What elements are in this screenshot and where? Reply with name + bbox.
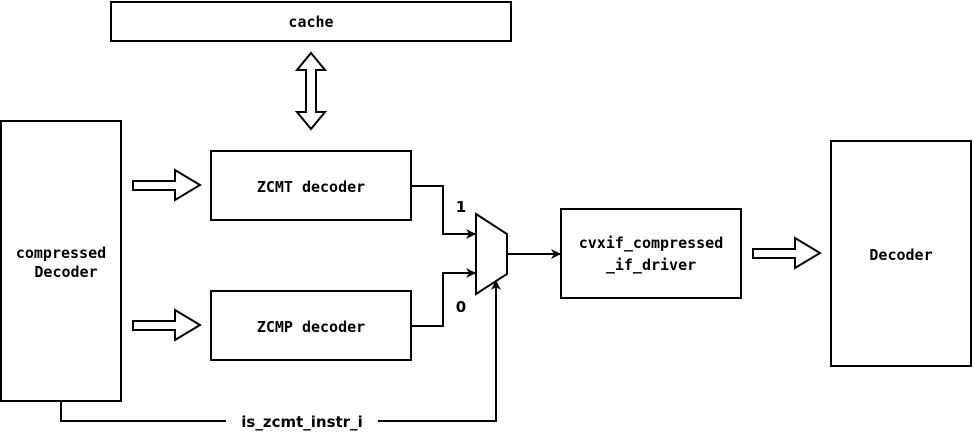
wire-zcmp-to-mux — [411, 268, 476, 327]
cache-block: cache — [110, 1, 512, 42]
bidirectional-arrow — [294, 51, 328, 131]
decoder-block: Decoder — [830, 140, 972, 367]
compressed-decoder-label-1: compressed — [16, 244, 106, 262]
select-signal-label: is_zcmt_instr_i — [241, 413, 362, 431]
wire-select-to-mux — [378, 280, 501, 422]
zcmp-decoder-label: ZCMP decoder — [257, 318, 365, 336]
cvxif-label-2: _if_driver — [606, 256, 696, 274]
multiplexer — [475, 212, 508, 296]
cache-label: cache — [288, 13, 333, 31]
mux-input-1-label: 1 — [456, 198, 466, 216]
cvxif-block: cvxif_compressed _if_driver — [560, 208, 742, 299]
zcmp-decoder-block: ZCMP decoder — [210, 290, 412, 361]
decoder-label: Decoder — [869, 246, 932, 264]
wire-select — [60, 401, 226, 422]
hollow-arrow-zcmt — [132, 168, 202, 202]
compressed-decoder-label-2: Decoder — [34, 263, 97, 281]
compressed-decoder-block: compressed Decoder — [0, 120, 122, 402]
hollow-arrow-decoder — [752, 236, 822, 270]
mux-input-0-label: 0 — [456, 298, 466, 316]
hollow-arrow-zcmp — [132, 308, 202, 342]
zcmt-decoder-block: ZCMT decoder — [210, 150, 412, 221]
wire-zcmt-to-mux — [411, 185, 476, 239]
zcmt-decoder-label: ZCMT decoder — [257, 178, 365, 196]
cvxif-label-1: cvxif_compressed — [579, 234, 724, 252]
